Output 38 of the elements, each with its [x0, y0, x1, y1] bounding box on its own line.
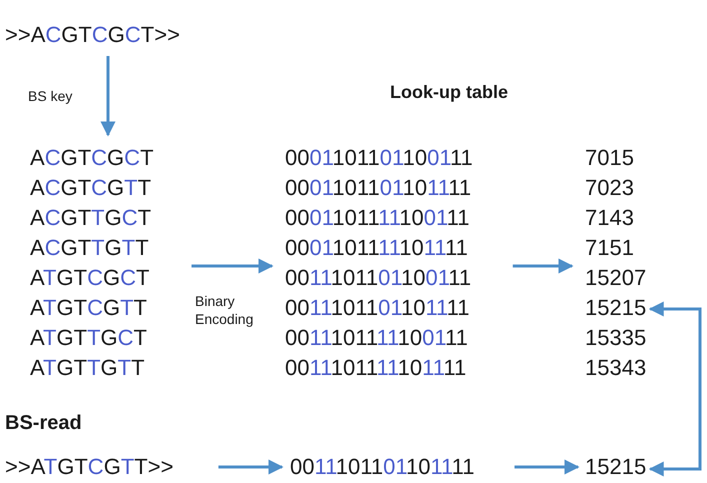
sequence-text: ATGTTGTT	[30, 354, 145, 382]
number-text: 15215	[585, 294, 646, 322]
heading: Look-up table	[390, 82, 508, 103]
sequence-text: ACGTCGTT	[30, 174, 152, 202]
binary-code-text: 0011101101101111	[285, 294, 470, 322]
binary-code-text: 0001101101101111	[285, 174, 472, 202]
binary-code-text: 0001101111101111	[285, 234, 468, 262]
number-text: 15343	[585, 354, 646, 382]
arrow	[100, 56, 116, 136]
sequence-text: ATGTCGCT	[30, 264, 150, 292]
arrow	[218, 460, 284, 474]
arrow	[512, 258, 574, 274]
number-text: 7151	[585, 234, 634, 262]
binary-code-text: 0001101111100111	[285, 204, 470, 232]
heading: BS-read	[5, 412, 82, 435]
sequence-text: >>ACGTCGCT>>	[5, 21, 180, 49]
sequence-text: ATGTTGCT	[30, 324, 147, 352]
binary-code-text: 0011101111100111	[285, 324, 468, 352]
sequence-text: ACGTTGTT	[30, 234, 149, 262]
number-text: 15207	[585, 264, 646, 292]
sequence-text: >>ATGTCGTT>>	[5, 453, 174, 481]
number-text: 7023	[585, 174, 634, 202]
binary-code-text: 0011101101100111	[285, 264, 472, 292]
sequence-text: ACGTTGCT	[30, 204, 152, 232]
binary-code-text: 0011101101101111	[290, 453, 475, 481]
arrow	[192, 258, 274, 274]
binary-code-text: 0001101101100111	[285, 144, 473, 172]
sequence-text: ATGTCGTT	[30, 294, 147, 322]
edge-label: BS key	[28, 87, 74, 105]
number-text: 15215	[585, 453, 646, 481]
arrow	[648, 302, 702, 476]
sequence-text: ACGTCGCT	[30, 144, 154, 172]
binary-code-text: 0011101111101111	[285, 354, 466, 382]
number-text: 7143	[585, 204, 634, 232]
arrow	[514, 460, 580, 474]
number-text: 15335	[585, 324, 646, 352]
edge-label: Binary Encoding	[195, 292, 254, 328]
number-text: 7015	[585, 144, 634, 172]
